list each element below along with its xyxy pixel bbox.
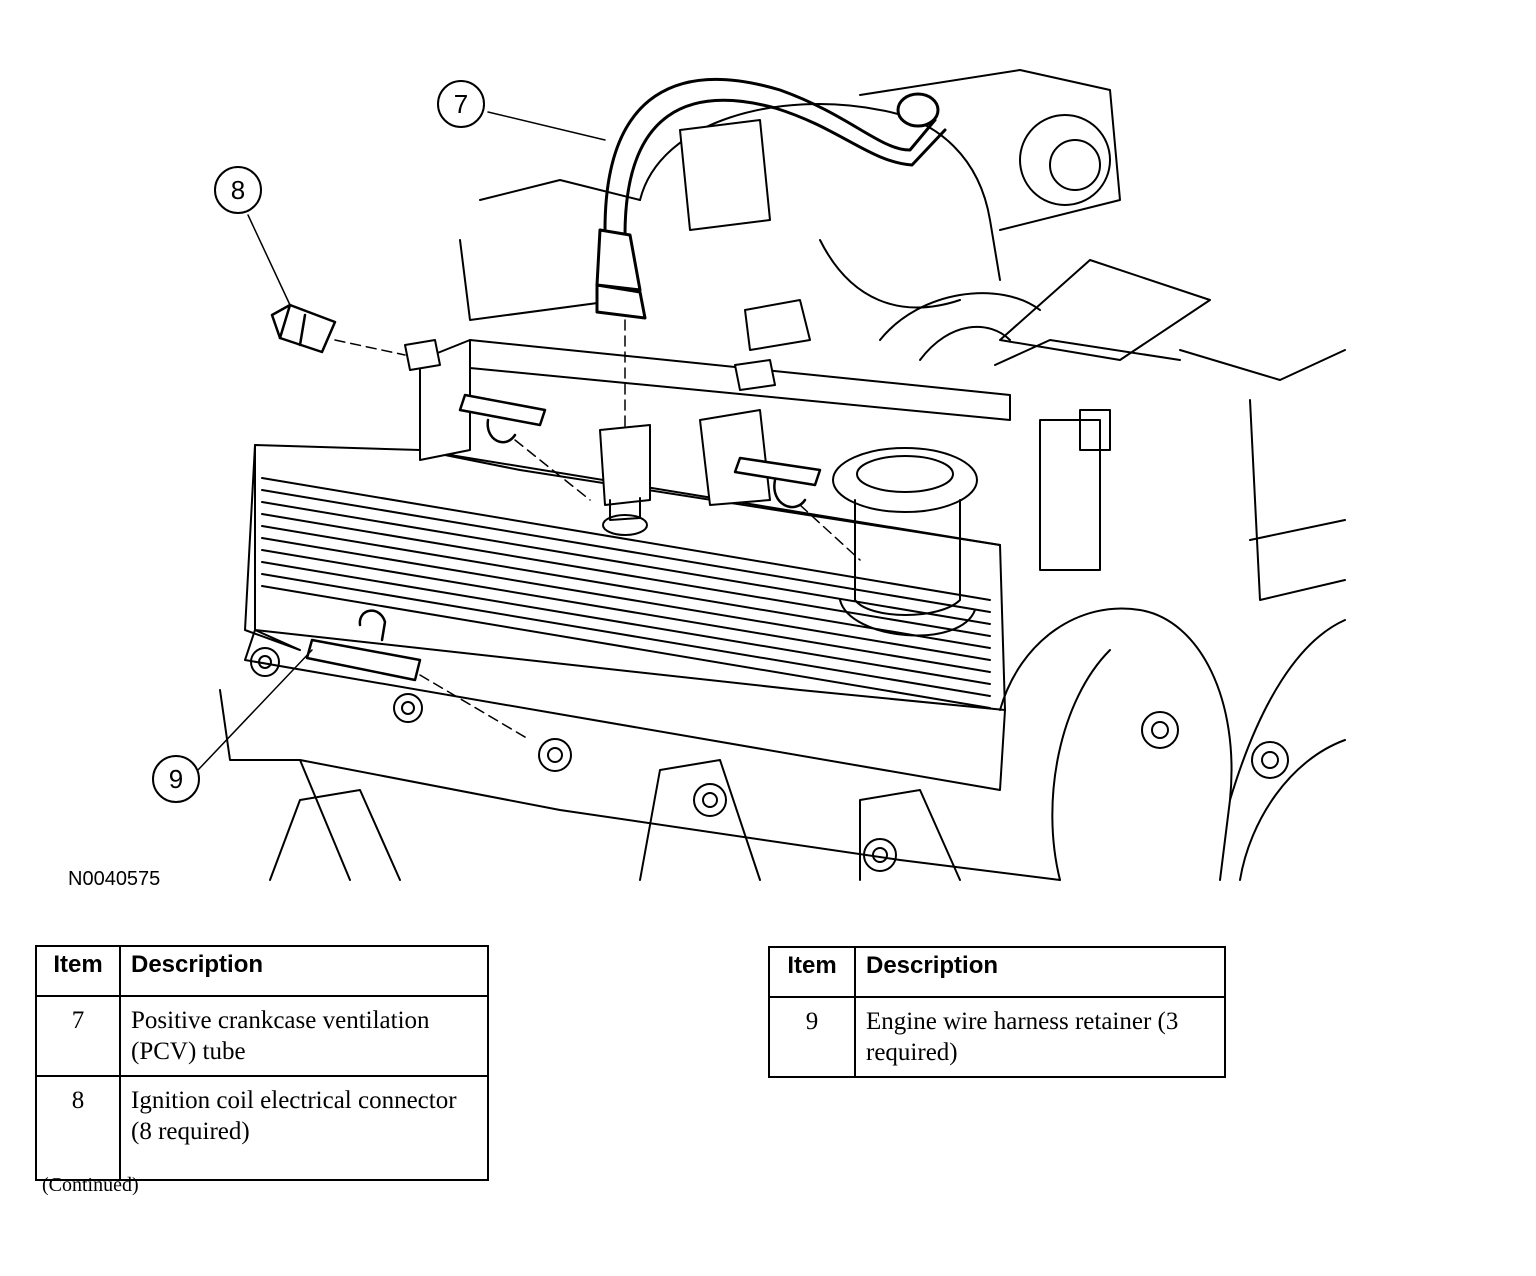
description-header: Description: [119, 945, 489, 997]
coil-connector: [270, 303, 337, 354]
dashed-guides: [334, 319, 861, 741]
valve-cover: [244, 444, 1006, 791]
pcv-tube: [595, 77, 947, 320]
table-header-row: Item Description: [35, 945, 489, 997]
table-row: 9 Engine wire harness retainer (3 requir…: [768, 996, 1226, 1078]
harness-retainers: [305, 393, 822, 682]
item-description: Engine wire harness retainer (3 required…: [854, 996, 1226, 1078]
engine-illustration: 7 8 9: [152, 69, 1346, 881]
callout-9: 9: [152, 755, 200, 803]
item-number: 8: [35, 1075, 121, 1181]
table-header-row: Item Description: [768, 946, 1226, 998]
callout-8-label: 8: [231, 175, 245, 205]
engine-block-lower: [219, 647, 1289, 881]
description-header: Description: [854, 946, 1226, 998]
legend-table-1: Item Description 7 Positive crankcase ve…: [35, 945, 489, 1181]
intake-manifold: [459, 69, 1121, 361]
table-row: 8 Ignition coil electrical connector (8 …: [35, 1075, 489, 1181]
figure-id: N0040575: [68, 868, 161, 890]
item-description: Ignition coil electrical connector (8 re…: [119, 1075, 489, 1181]
item-description: Positive crankcase ventilation (PCV) tub…: [119, 995, 489, 1077]
callout-7: 7: [437, 80, 485, 128]
item-number: 7: [35, 995, 121, 1077]
item-header: Item: [768, 946, 856, 998]
item-number: 9: [768, 996, 856, 1078]
item-header: Item: [35, 945, 121, 997]
callout-7-label: 7: [454, 89, 468, 119]
legend-table-2: Item Description 9 Engine wire harness r…: [768, 946, 1226, 1078]
callout-8: 8: [214, 166, 262, 214]
continued-note: (Continued): [42, 1174, 139, 1196]
ignition-coils: [404, 299, 811, 536]
callout-leaders: [197, 111, 606, 771]
front-cover: [999, 349, 1346, 881]
oil-filler-cap: [832, 447, 978, 637]
table-row: 7 Positive crankcase ventilation (PCV) t…: [35, 995, 489, 1077]
callout-9-label: 9: [169, 764, 183, 794]
